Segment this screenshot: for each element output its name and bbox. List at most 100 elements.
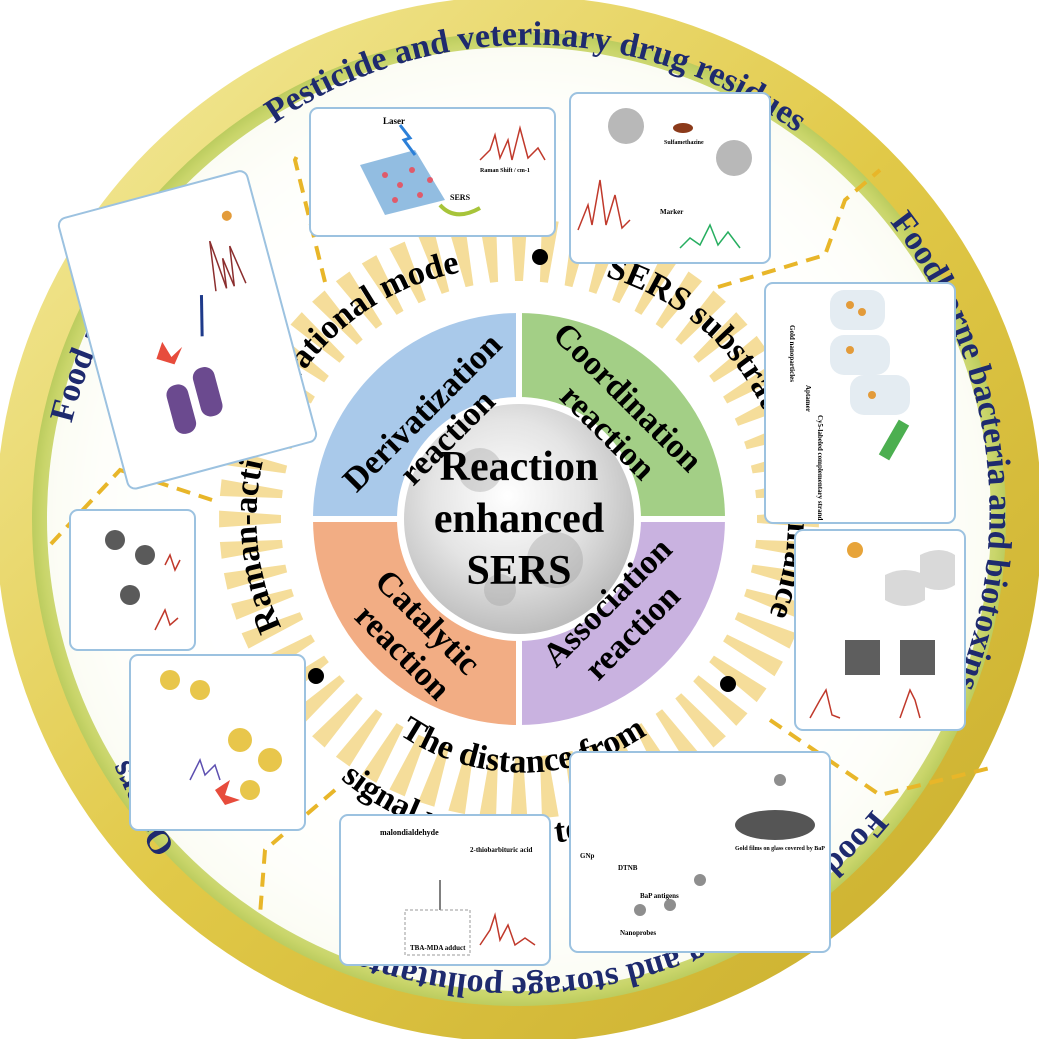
crystal-shape	[360, 150, 445, 215]
sunburst-ray	[241, 612, 304, 649]
panel-others-b	[129, 654, 306, 831]
panel-caption-marker: Marker	[660, 208, 683, 216]
sunburst-ray	[223, 564, 288, 590]
panel-caption-gnp: GNp	[580, 852, 595, 860]
sunburst-ray	[219, 479, 283, 499]
sunburst-ray	[655, 271, 703, 329]
panel-pesticide-a: Laser SERS Raman Shift / cm-1	[309, 107, 556, 237]
sunburst-ray	[361, 255, 404, 315]
arrow-curve-icon	[438, 203, 481, 217]
mechanism-bullets	[308, 249, 736, 692]
nanoparticle-dots	[382, 167, 433, 203]
sunburst-ray	[361, 723, 404, 783]
molecule-icon	[673, 123, 693, 133]
arrow-icon	[199, 295, 204, 337]
spectrum-red	[577, 179, 631, 231]
panel-caption-sers: SERS	[450, 193, 471, 202]
panel-caption-sulfamethazine: Sulfamethazine	[664, 140, 704, 146]
nanoparticle-2	[135, 545, 155, 565]
test-tube-3	[850, 375, 910, 415]
panel-processing-b: GNp DTNB BaP antigens Nanoprobes Gold fi…	[569, 751, 831, 953]
spectrum-processing	[479, 912, 536, 947]
tube-icon-2	[920, 550, 955, 590]
panel-caption-tba: 2-thiobarbituric acid	[470, 846, 533, 854]
sunburst-ray	[709, 655, 767, 703]
star-burst-icon	[156, 341, 183, 365]
center-title-line3: SERS	[466, 548, 571, 594]
nanoparticle-sphere-2	[716, 140, 752, 176]
spectrum-red-c	[899, 688, 921, 719]
panel-others-a	[69, 509, 196, 651]
nanoparticle-sphere-1	[608, 108, 644, 144]
spectrum-green	[679, 223, 741, 249]
panel-additives	[57, 170, 318, 490]
sunburst-ray	[723, 634, 783, 677]
sunburst-ray	[539, 755, 559, 819]
panel-caption-aptamer: Aptamer	[804, 385, 812, 412]
panel-caption-gold-film: Gold films on glass covered by BaP	[735, 846, 825, 852]
sunburst-ray	[389, 734, 426, 797]
center-title-line2: enhanced	[434, 496, 604, 542]
sunburst-ray	[335, 271, 383, 329]
test-tube-2	[830, 335, 890, 375]
sunburst-ray	[219, 539, 283, 559]
panel-caption-cy5: Cy5-labeled complementary strand	[816, 415, 824, 520]
panel-pesticide-b: Sulfamethazine Marker	[569, 92, 771, 264]
spectrum-red-b	[809, 688, 841, 719]
panel-processing-a: malondialdehyde 2-thiobarbituric acid TB…	[339, 814, 551, 966]
panel-axis-label: Raman Shift / cm-1	[480, 168, 530, 174]
panel-foodborne-b	[794, 529, 966, 731]
sunburst-ray	[231, 588, 294, 620]
sunburst-ray	[675, 290, 726, 345]
sem-image-2	[900, 640, 935, 675]
sunburst-ray	[219, 510, 281, 528]
sunburst-ray	[709, 335, 767, 383]
sunburst-ray	[479, 755, 499, 819]
sunburst-ray	[734, 612, 797, 649]
sunburst-ray	[448, 750, 474, 815]
panel-caption-adduct: TBA-MDA adduct	[410, 944, 466, 952]
bullet-dot-right	[720, 676, 736, 692]
center-title-line1: Reaction	[440, 444, 599, 490]
nanoparticle-3	[120, 585, 140, 605]
panel-caption-nanoprobes: Nanoprobes	[620, 929, 656, 937]
bullet-dot-top	[532, 249, 548, 265]
nanoparticle-1	[105, 530, 125, 550]
spectrum-additives	[209, 240, 247, 292]
burst-icon	[215, 780, 240, 805]
center-bubbles	[458, 448, 583, 606]
sem-image-1	[845, 640, 880, 675]
panel-caption-laser: Laser	[383, 116, 405, 126]
sunburst-ray	[418, 744, 450, 807]
sunburst-ray	[634, 255, 677, 315]
panel-caption-gold-np: Gold nanoparticles	[788, 325, 796, 382]
tube-icon-1	[885, 570, 925, 606]
particle-icon	[847, 542, 863, 558]
sunburst-ray	[335, 709, 383, 767]
test-tube-1	[830, 290, 885, 330]
adduct-box	[404, 909, 471, 956]
sunburst-ray	[675, 693, 726, 748]
panel-caption-dtnb: DTNB	[618, 864, 638, 872]
pipette-icon	[878, 419, 910, 461]
nanorod-icon-2	[192, 367, 223, 417]
sunburst-ray	[510, 757, 528, 819]
panel-caption-bap: BaP antigens	[640, 892, 679, 900]
raman-spectrum-line	[479, 125, 546, 161]
sunburst-ray	[744, 588, 807, 620]
bullet-dot-left	[308, 668, 324, 684]
sunburst-ray	[389, 241, 426, 304]
nanorod-icon-1	[166, 384, 197, 434]
sunburst-ray	[418, 231, 450, 294]
panel-caption-mda: malondialdehyde	[380, 828, 439, 837]
gold-film-ellipse	[735, 810, 815, 840]
sunburst-ray	[448, 223, 474, 288]
laser-bolt-icon	[398, 124, 417, 156]
sunburst-ray	[312, 290, 363, 345]
center-disc	[404, 404, 634, 634]
sunburst-ray	[290, 312, 345, 363]
sunburst-ray	[693, 675, 748, 726]
sunburst-ray	[693, 312, 748, 363]
